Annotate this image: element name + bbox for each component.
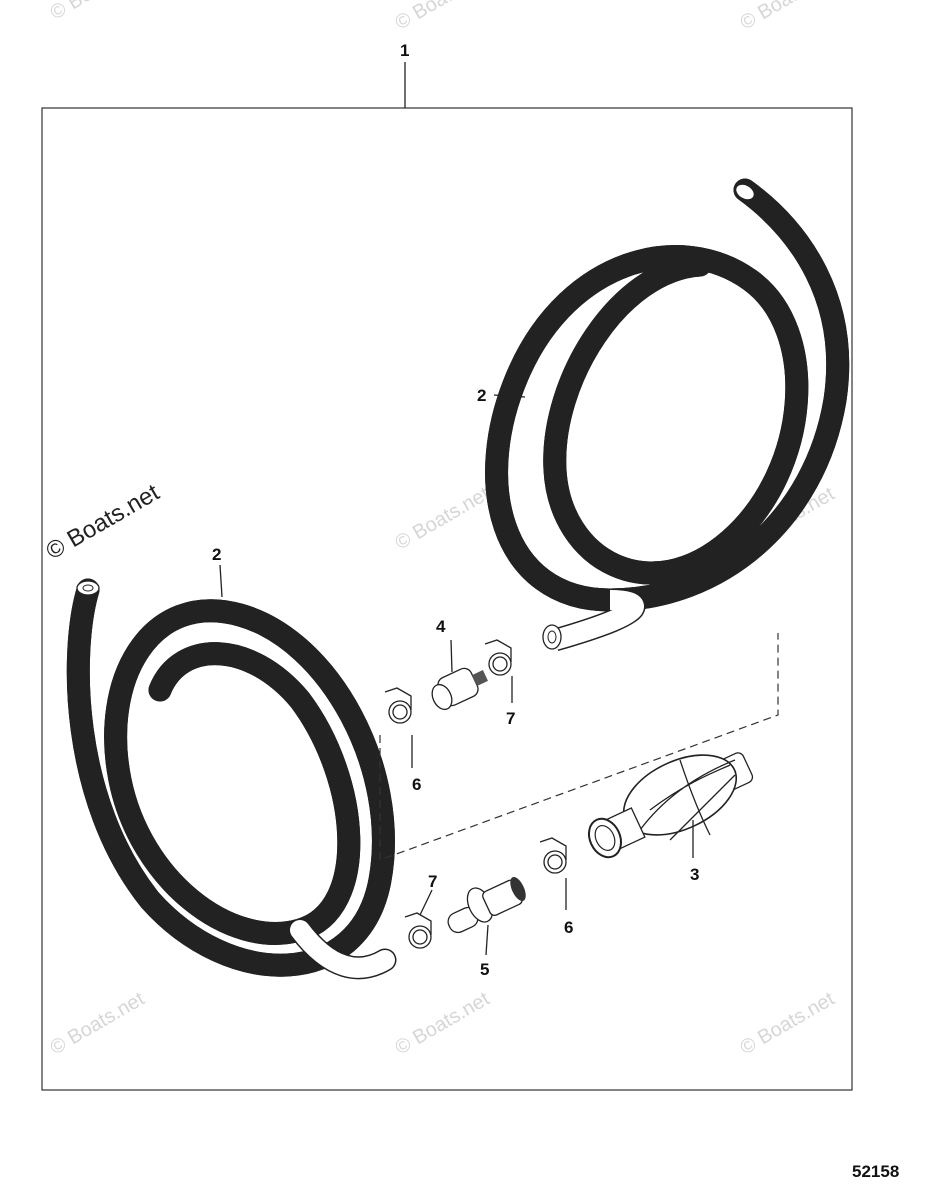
- assembly-line: [379, 633, 779, 861]
- watermark: © Boats.net: [737, 988, 839, 1060]
- callout-6-lower: 6: [564, 918, 573, 937]
- callout-4: 4: [436, 617, 446, 636]
- callout-3: 3: [690, 865, 699, 884]
- callout-6-upper: 6: [412, 775, 421, 794]
- kit-boundary: [41, 107, 853, 1091]
- watermark: © Boats.net: [392, 988, 494, 1060]
- callout-7-upper: 7: [506, 709, 515, 728]
- watermark: © Boats.net: [47, 988, 149, 1060]
- clamp-icon: [484, 639, 512, 676]
- watermark: © Boats.net: [737, 0, 839, 34]
- callout-5: 5: [480, 960, 489, 979]
- watermark: © Boats.net: [392, 483, 494, 555]
- watermark: © Boats.net: [47, 0, 149, 24]
- figure-number: 52158: [852, 1162, 899, 1181]
- hose-upper: [497, 178, 838, 652]
- clamp-icon: [404, 912, 432, 949]
- callout-2-lower: 2: [212, 545, 221, 564]
- clamp-icon: [539, 837, 567, 874]
- clamp-icon: [384, 687, 412, 724]
- hose-lower: [77, 578, 397, 980]
- watermark: © Boats.net: [392, 0, 494, 34]
- callout-1: 1: [400, 41, 409, 60]
- callout-2-upper: 2: [477, 386, 486, 405]
- leader-lines: [219, 394, 694, 956]
- watermark-main: © Boats.net: [42, 479, 165, 565]
- primer-bulb: [587, 752, 754, 859]
- fitting-lower: [447, 876, 526, 934]
- callout-7-lower: 7: [428, 872, 437, 891]
- fitting-upper: [431, 667, 488, 711]
